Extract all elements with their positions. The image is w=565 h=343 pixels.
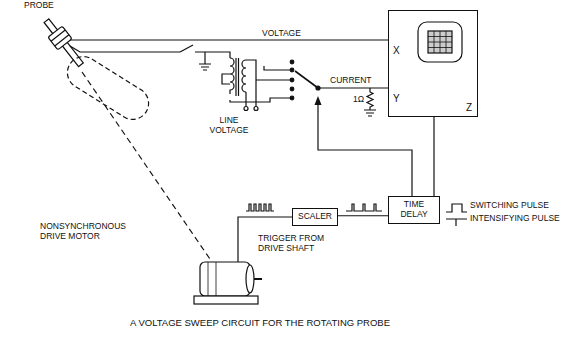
terminal: [254, 107, 258, 111]
signal-wire: [338, 215, 388, 216]
switch-arm: [295, 71, 318, 88]
resistor-value: 1Ω: [353, 95, 364, 105]
probe-wire: [70, 46, 180, 52]
signal-label: VOLTAGE: [262, 29, 301, 39]
switching-pulse-symbol: [446, 204, 467, 212]
probe-symbol: [39, 15, 88, 70]
signal-label: CURRENT: [330, 76, 372, 86]
switch-contact: [290, 96, 294, 100]
box-label: SCALER: [298, 212, 332, 222]
motor-base: [194, 296, 258, 304]
transformer-coil: [230, 58, 234, 94]
switch-contact: [290, 60, 294, 64]
ground-symbol: [199, 64, 211, 70]
current-wire: [318, 87, 388, 88]
wire: [195, 52, 230, 58]
box-label: Y: [393, 93, 400, 105]
ground-symbol: [364, 110, 376, 116]
wire: [246, 60, 256, 106]
drive-shaft-line: [82, 72, 212, 262]
pulse-train: [346, 204, 382, 211]
switching-line: [318, 104, 412, 197]
pulse-train: [246, 204, 274, 211]
motor-detail: [208, 262, 216, 296]
part-label: LINE VOLTAGE: [206, 116, 252, 136]
signal-label: TRIGGER FROM DRIVE SHAFT: [258, 234, 336, 254]
box-label: X: [393, 45, 400, 57]
box-label: Z: [466, 102, 472, 114]
switch-contact: [290, 68, 294, 72]
transformer-core: [235, 58, 236, 96]
terminal: [244, 107, 248, 111]
wire: [230, 98, 290, 102]
wire: [204, 52, 205, 64]
scope-grid: [428, 31, 452, 53]
figure-caption: A VOLTAGE SWEEP CIRCUIT FOR THE ROTATING…: [0, 318, 520, 329]
wire: [245, 92, 246, 106]
scope-grid: [428, 31, 452, 53]
resistor-symbol: [367, 88, 373, 110]
transformer-coil: [242, 60, 246, 92]
cylinder-outline: [61, 51, 154, 126]
transformer-core: [238, 58, 239, 96]
part-label: NONSYNCHRONOUS DRIVE MOTOR: [40, 222, 140, 242]
switch-blade: [180, 45, 193, 52]
motor-shaft: [254, 278, 262, 280]
signal-wire: [433, 117, 434, 196]
wire: [256, 79, 290, 80]
box-label: TIME DELAY: [394, 200, 434, 220]
oscilloscope-box: X Y Z: [388, 10, 478, 117]
wire: [264, 66, 290, 70]
scope-screen: [418, 22, 462, 62]
voltage-wire: [70, 39, 388, 40]
time-delay-box: TIME DELAY: [388, 196, 440, 224]
motor-body: [200, 262, 250, 296]
tap-wire: [222, 74, 230, 84]
intensifying-pulse-symbol: [446, 219, 467, 226]
motor-end: [246, 265, 254, 293]
signal-label: SWITCHING PULSE: [470, 201, 549, 211]
arrowhead: [315, 96, 322, 105]
switch-contact: [290, 87, 294, 91]
part-label: PROBE: [24, 1, 54, 11]
scaler-box: SCALER: [292, 208, 338, 226]
signal-label: INTENSIFYING PULSE: [470, 214, 560, 224]
switch-contact: [290, 78, 294, 82]
